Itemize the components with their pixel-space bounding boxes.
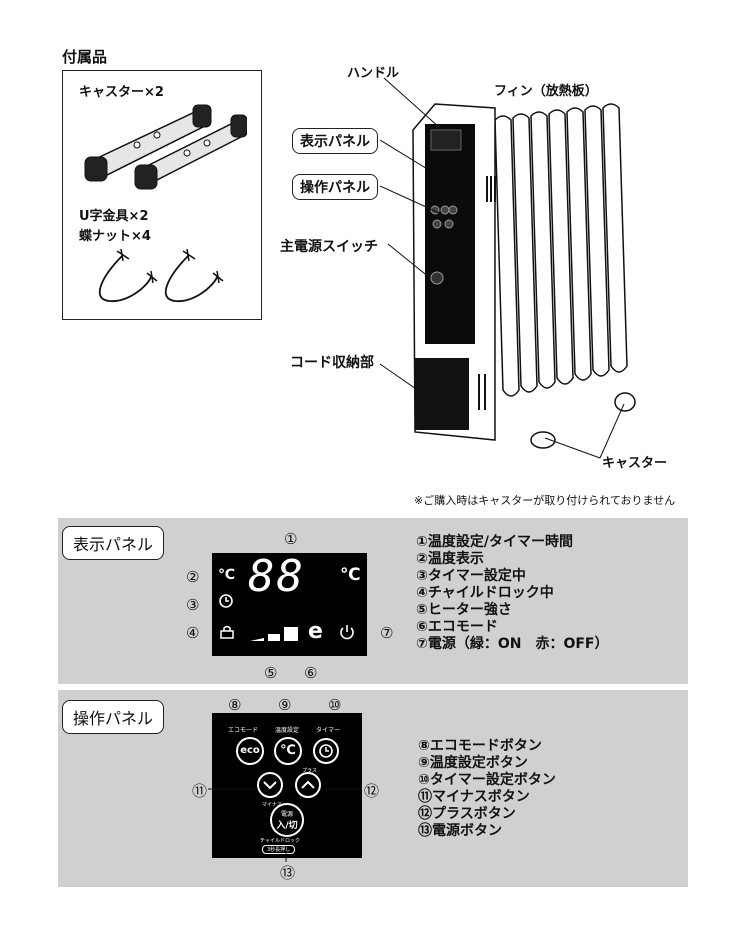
heater-strength-icon: [250, 627, 298, 641]
eco-button[interactable]: eco: [236, 737, 264, 765]
legend-item: ⑫プラスボタン: [418, 806, 516, 822]
accessories-box: キャスター×2 U字金具×2 蝶ナット×4: [62, 70, 262, 320]
u-bracket-illustration: [98, 248, 224, 302]
control-panel-legend: ⑧エコモードボタン ⑨温度設定ボタン ⑩タイマー設定ボタン ⑪マイナスボタン ⑫…: [418, 738, 556, 840]
marker-11: ⑪: [192, 782, 208, 800]
power-button[interactable]: 電源 入/切: [270, 803, 304, 837]
temp-caption: 温度設定: [275, 727, 300, 734]
caster-illustration: [84, 104, 247, 190]
power-label-bottom: 入/切: [276, 821, 298, 831]
legend-item: ②温度表示: [416, 551, 484, 567]
display-panel-title: 表示パネル: [62, 526, 165, 560]
control-panel-callout: 操作パネル: [292, 174, 378, 200]
marker-5: ⑤: [264, 664, 278, 682]
wing-nut-label: 蝶ナット×4: [79, 229, 151, 244]
display-panel-callout: 表示パネル: [292, 128, 378, 154]
marker-12: ⑫: [364, 782, 380, 800]
marker-8: ⑧: [228, 696, 242, 714]
marker-1: ①: [284, 530, 298, 548]
power-icon: [340, 625, 354, 640]
control-panel-board: エコモード 温度設定 タイマー eco ℃ マイナス プラス 電源 入/切 チャ…: [212, 713, 362, 858]
handle-label: ハンドル: [347, 66, 400, 81]
marker-9: ⑨: [278, 696, 292, 714]
legend-item: ⑦電源（緑：ON 赤：OFF）: [416, 636, 609, 652]
display-panel-legend: ①温度設定/タイマー時間 ②温度表示 ③タイマー設定中 ④チャイルドロック中 ⑤…: [416, 534, 609, 653]
marker-3: ③: [186, 596, 200, 614]
eco-icon: e: [308, 619, 323, 644]
cord-storage-label: コード収納部: [290, 355, 374, 371]
plus-caption: プラス: [302, 768, 317, 774]
minus-button[interactable]: [256, 771, 284, 799]
legend-item: ⑬電源ボタン: [418, 823, 502, 839]
purchase-note: ※ご購入時はキャスターが取り付けられておりません: [414, 494, 676, 507]
celsius-icon: ℃: [340, 565, 361, 585]
heater-illustration: [412, 103, 636, 449]
legend-item: ⑨温度設定ボタン: [418, 755, 528, 771]
marker-4: ④: [186, 624, 200, 642]
caster-label: キャスター×2: [79, 85, 164, 100]
small-celsius-icon: ℃: [218, 567, 235, 583]
main-switch-label: 主電源スイッチ: [280, 239, 378, 255]
accessories-title: 付属品: [62, 48, 108, 66]
marker-13: ⑬: [280, 864, 296, 882]
legend-item: ③タイマー設定中: [416, 568, 526, 584]
casters-label: キャスター: [602, 456, 668, 471]
legend-item: ④チャイルドロック中: [416, 585, 554, 601]
marker-2: ②: [186, 568, 200, 586]
plus-button[interactable]: [294, 771, 322, 799]
legend-item: ⑤ヒーター強さ: [416, 602, 512, 618]
control-panel-title: 操作パネル: [62, 700, 165, 734]
legend-item: ①温度設定/タイマー時間: [416, 534, 573, 550]
temp-button[interactable]: ℃: [274, 737, 302, 765]
timer-icon: [219, 594, 233, 608]
timer-button[interactable]: [312, 737, 340, 765]
fins-label: フィン（放熱板）: [494, 84, 598, 99]
legend-item: ⑥エコモード: [416, 619, 498, 635]
display-panel-lcd: ℃ 88 ℃ e: [212, 551, 367, 656]
marker-7: ⑦: [380, 624, 394, 642]
leader-lines: [379, 77, 625, 459]
minus-caption: マイナス: [262, 802, 282, 808]
timer-caption: タイマー: [316, 727, 341, 734]
u-bracket-label: U字金具×2: [79, 209, 149, 224]
legend-item: ⑩タイマー設定ボタン: [418, 772, 556, 788]
eco-caption: エコモード: [228, 727, 259, 734]
lock-key-caption: 3秒長押し: [262, 845, 296, 854]
lock-caption: チャイルドロック: [260, 838, 300, 844]
legend-item: ⑪マイナスボタン: [418, 789, 530, 805]
power-label-top: 電源: [280, 811, 293, 818]
legend-item: ⑧エコモードボタン: [418, 738, 542, 754]
marker-10: ⑩: [328, 696, 342, 714]
lcd-digits: 88: [248, 551, 305, 602]
lock-icon: [220, 625, 234, 639]
marker-6: ⑥: [304, 664, 318, 682]
